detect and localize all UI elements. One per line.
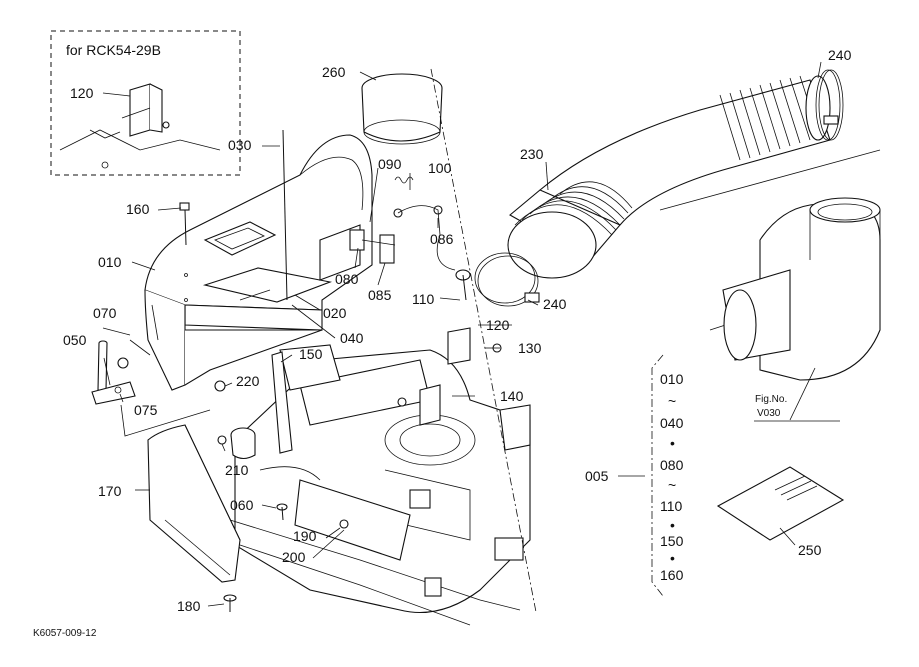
callout-220: 220 — [236, 373, 260, 389]
kit-item-6: 110 — [660, 498, 683, 514]
callout-200: 200 — [282, 549, 306, 565]
kit-bracket — [651, 354, 664, 597]
figref-line2: V030 — [757, 408, 781, 419]
callout-086: 086 — [430, 231, 454, 247]
figure-reference: Fig.No. V030 — [755, 394, 787, 419]
callout-070: 070 — [93, 305, 117, 321]
callout-010: 010 — [98, 254, 122, 270]
callout-240-bottom: 240 — [543, 296, 567, 312]
callout-075: 075 — [134, 402, 158, 418]
kit-label-005: 005 — [585, 468, 609, 484]
hose-clamp-240-a — [815, 69, 844, 141]
callout-230: 230 — [520, 146, 544, 162]
flex-hose-230 — [507, 75, 831, 279]
kit-group: 005 010 ~ 040 • 080 ~ 110 • 150 • 160 — [585, 371, 684, 583]
callout-120: 120 — [486, 317, 510, 333]
callout-130: 130 — [518, 340, 542, 356]
kit-item-3: • — [670, 435, 675, 451]
blower-housing — [144, 134, 373, 391]
kit-item-8: 150 — [660, 533, 684, 549]
callout-labels: 030 260 240 230 090 100 160 086 010 080 … — [63, 47, 852, 614]
callout-180: 180 — [177, 598, 201, 614]
small-parts — [91, 129, 845, 612]
inset-title: for RCK54-29B — [66, 42, 161, 58]
callout-020: 020 — [323, 305, 347, 321]
kit-item-1: ~ — [668, 393, 676, 409]
kit-item-9: • — [670, 550, 675, 566]
leader-lines — [102, 61, 840, 613]
callout-150: 150 — [299, 346, 323, 362]
callout-080: 080 — [335, 271, 359, 287]
callout-190: 190 — [293, 528, 317, 544]
callout-030: 030 — [228, 137, 252, 153]
catcher-reference — [659, 149, 881, 381]
callout-100: 100 — [428, 160, 452, 176]
kit-item-10: 160 — [660, 567, 684, 583]
drawing-code: K6057-009-12 — [33, 628, 97, 639]
callout-210: 210 — [225, 462, 249, 478]
duct-ring-260 — [361, 73, 443, 145]
callout-240-top: 240 — [828, 47, 852, 63]
callout-060: 060 — [230, 497, 254, 513]
callout-160: 160 — [126, 201, 150, 217]
callout-250: 250 — [798, 542, 822, 558]
figref-line1: Fig.No. — [755, 394, 787, 405]
kit-item-7: • — [670, 517, 675, 533]
callout-260: 260 — [322, 64, 346, 80]
callout-090: 090 — [378, 156, 402, 172]
callout-040: 040 — [340, 330, 364, 346]
callout-050: 050 — [63, 332, 87, 348]
callout-170: 170 — [98, 483, 122, 499]
callout-140: 140 — [500, 388, 524, 404]
kit-item-4: 080 — [660, 457, 684, 473]
inset-label-120: 120 — [70, 85, 94, 101]
kit-item-2: 040 — [660, 415, 684, 431]
callout-110: 110 — [412, 291, 435, 307]
side-deflector-170 — [147, 424, 241, 583]
deck-frame — [229, 344, 531, 626]
hose-clamp-240-b — [474, 252, 540, 307]
callout-085: 085 — [368, 287, 392, 303]
kit-item-0: 010 — [660, 371, 684, 387]
inset-box: for RCK54-29B 120 — [50, 30, 241, 176]
kit-item-5: ~ — [668, 477, 676, 493]
